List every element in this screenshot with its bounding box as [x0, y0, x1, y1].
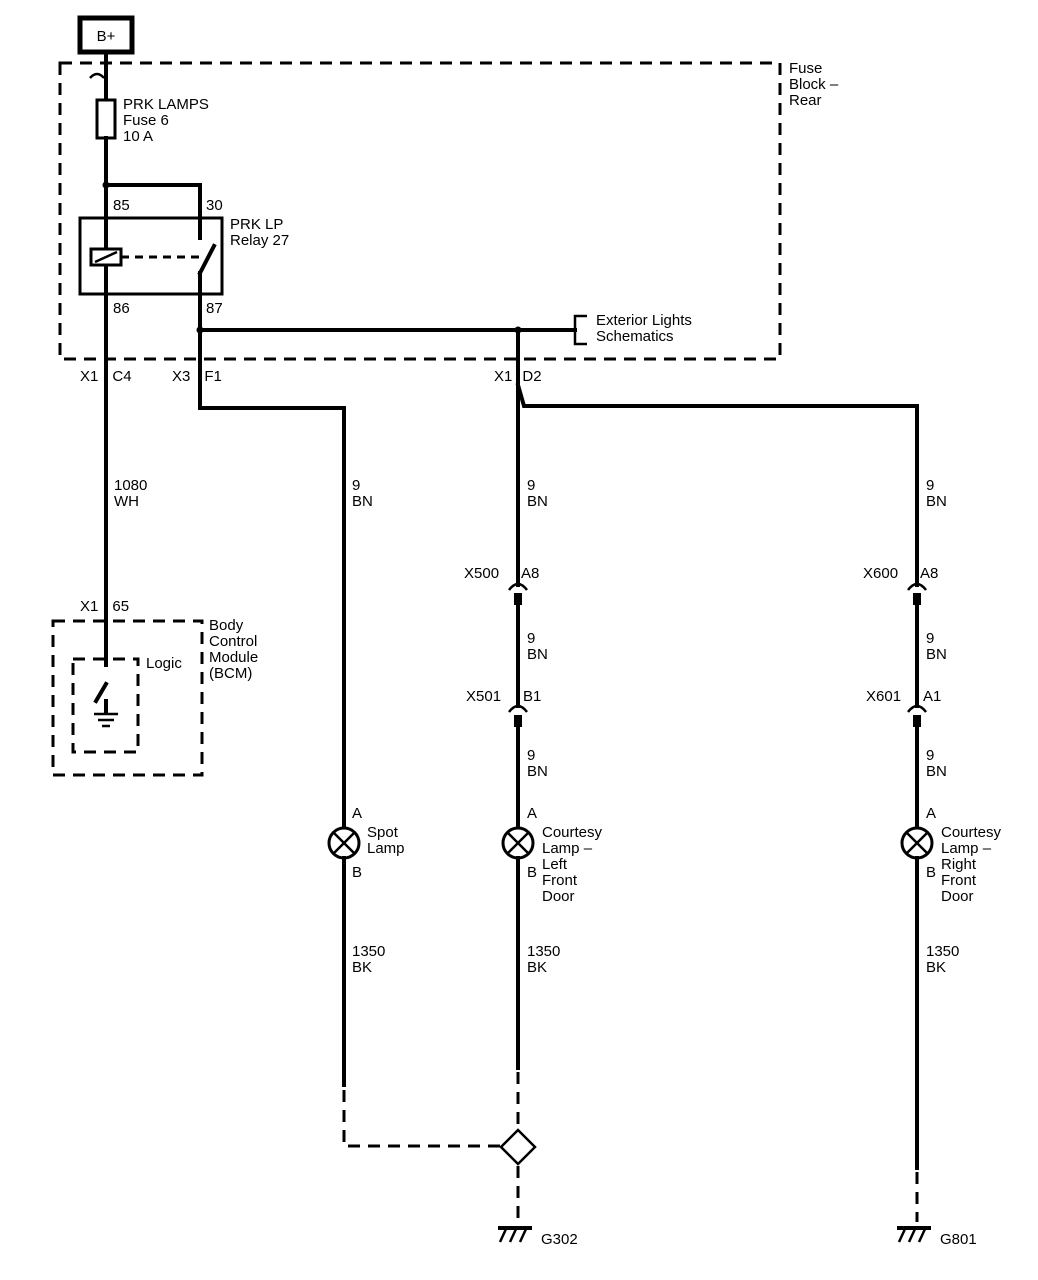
wire-spot-1350-bk: 1350 BK: [352, 943, 390, 976]
relay-27: 85 30 86 87 PRK LP Relay 27: [78, 181, 289, 582]
wire-right-9-bn-1: 9 BN: [926, 477, 947, 510]
relay-pin-30: 30: [206, 197, 223, 214]
right-lamp-pin-a: A: [926, 805, 936, 822]
relay-pin-86: 86: [113, 300, 130, 317]
spot-lamp-name: Spot Lamp: [367, 824, 405, 857]
left-courtesy-lamp-name: Courtesy Lamp – Left Front Door: [542, 824, 606, 905]
fuse-6: PRK LAMPS Fuse 6 10 A: [89, 50, 213, 187]
exterior-lights-ref: Exterior Lights Schematics: [596, 312, 696, 345]
relay-label: PRK LP Relay 27: [230, 216, 289, 249]
wire-right-9-bn-3: 9 BN: [926, 747, 947, 780]
fuse-block-outline: [58, 61, 782, 361]
spot-lamp-pin-a: A: [352, 805, 362, 822]
ground-label-g302: G302: [541, 1231, 578, 1248]
wire-left-9-bn-2: 9 BN: [527, 630, 548, 663]
wire-left-1350-bk: 1350 BK: [527, 943, 565, 976]
fuse-block-name: Fuse Block – Rear: [789, 60, 842, 109]
right-lamp-pin-b: B: [926, 864, 936, 881]
spot-lamp-pin-b: B: [352, 864, 362, 881]
power-source: B+: [77, 15, 135, 55]
wire-left-9-bn-1: 9 BN: [527, 477, 548, 510]
right-courtesy-lamp-name: Courtesy Lamp – Right Front Door: [941, 824, 1005, 905]
left-lamp-pin-b: B: [527, 864, 537, 881]
ground-g801: G801: [897, 1226, 977, 1248]
wire-left-9-bn-3: 9 BN: [527, 747, 548, 780]
wire-1080-wh: 1080 WH: [114, 477, 152, 510]
left-lamp-pin-a: A: [527, 805, 537, 822]
wire-spot-9-bn: 9 BN: [352, 477, 373, 510]
ground-label-g801: G801: [940, 1231, 977, 1248]
bcm-name: Body Control Module (BCM): [209, 617, 262, 682]
splice-diamond: [499, 1128, 537, 1166]
spot-lamp-circuit: 9 BN A B Spot Lamp 1350 BK: [198, 328, 503, 1148]
power-label: B+: [97, 28, 116, 45]
relay-pin-85: 85: [113, 197, 130, 214]
wire-right-9-bn-2: 9 BN: [926, 630, 947, 663]
fuse-label: PRK LAMPS Fuse 6 10 A: [123, 96, 213, 145]
bcm-logic-label: Logic: [146, 655, 182, 672]
wire-right-1350-bk: 1350 BK: [926, 943, 964, 976]
ground-g302: G302: [498, 1226, 578, 1248]
relay-pin-87: 87: [206, 300, 223, 317]
output-bus: Exterior Lights Schematics: [196, 312, 696, 346]
